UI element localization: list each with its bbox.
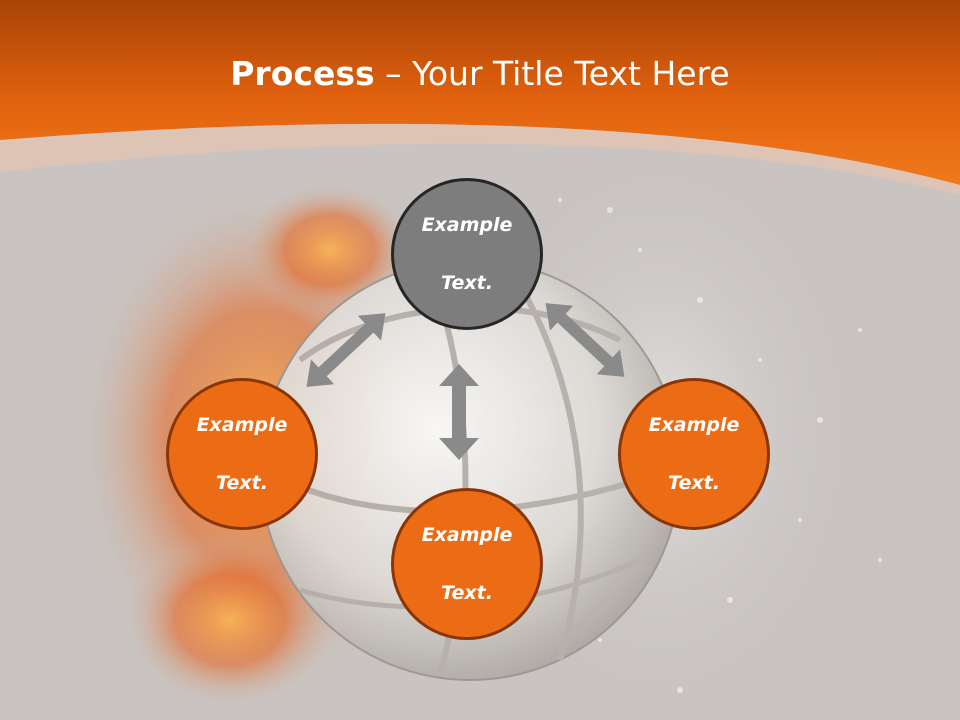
title-bold: Process [230,54,375,93]
node-bottom-line1: Example [421,523,513,546]
volleyball-image [259,259,681,681]
double-arrow-icon [545,303,625,377]
title-rest: Your Title Text Here [412,54,730,93]
node-right-line2: Text. [668,471,720,494]
header-swoosh [0,123,960,195]
node-right-line1: Example [648,413,740,436]
header-band [0,0,960,185]
node-left-line1: Example [196,413,288,436]
double-arrow-icon [306,313,386,387]
node-bottom-line2: Text. [441,581,493,604]
node-top-line2: Text. [441,271,493,294]
double-arrow-icon [439,364,479,460]
node-left-line2: Text. [216,471,268,494]
title-dash: – [374,54,413,93]
slide-title: Process – Your Title Text Here [0,52,960,96]
node-top-line1: Example [421,213,513,236]
